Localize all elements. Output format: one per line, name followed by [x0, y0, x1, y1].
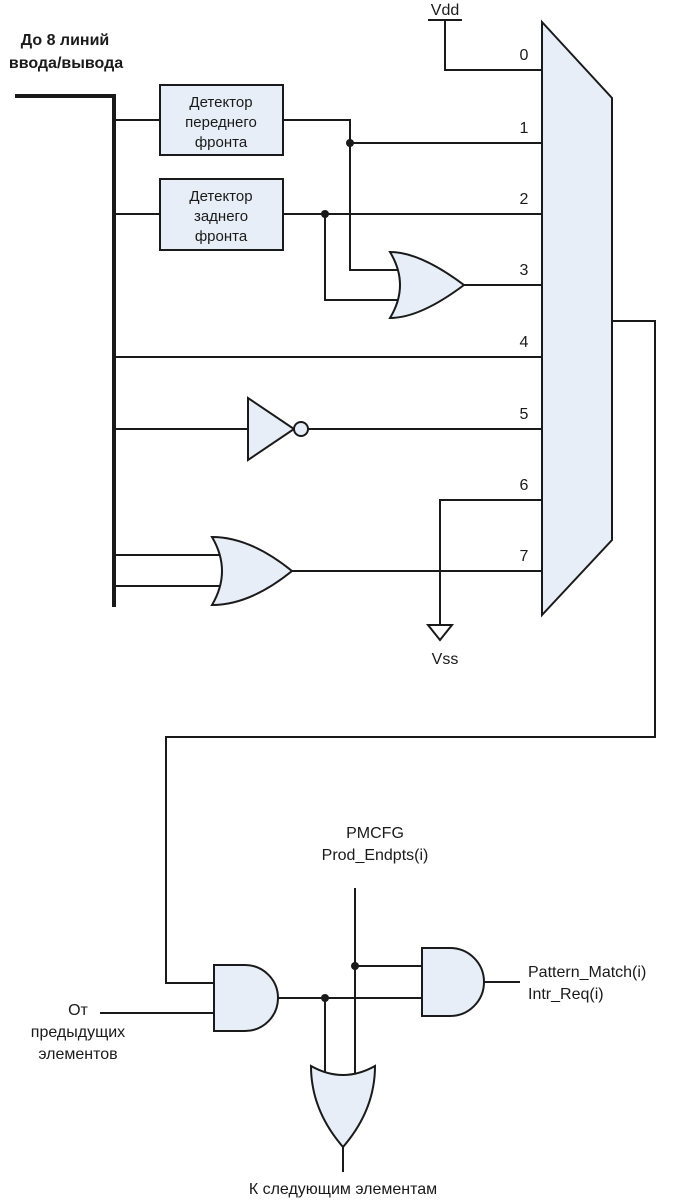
or-gate-bus — [210, 535, 294, 607]
mux-input-2: 2 — [520, 191, 529, 208]
vss-ground-symbol — [425, 624, 455, 642]
rising-detector-line1: Детектор — [189, 94, 252, 111]
mux-input-7: 7 — [520, 548, 529, 565]
or-gate-edges — [388, 250, 466, 320]
mux-input-0: 0 — [520, 47, 529, 64]
mux-input-5: 5 — [520, 406, 529, 423]
falling-edge-detector — [159, 178, 284, 251]
to-next-label: К следующим элементам — [249, 1181, 437, 1198]
junction-pmcfg — [351, 962, 359, 970]
inverter-gate — [247, 396, 296, 462]
from-prev-line1: От — [68, 1002, 88, 1019]
junction-falling — [321, 210, 329, 218]
rising-out-wire — [283, 119, 542, 144]
bus-label-line1: До 8 линий — [21, 32, 110, 49]
falling-detector-line2: заднего — [194, 208, 248, 225]
output-label-line2: Intr_Req(i) — [528, 986, 604, 1003]
from-prev-line2: предыдущих — [31, 1024, 125, 1041]
pmcfg-label-line1: PMCFG — [346, 825, 404, 842]
inverter-bubble — [293, 421, 309, 437]
vdd-label: Vdd — [431, 2, 459, 19]
or-gate-chain — [309, 1064, 377, 1149]
pmcfg-label-line2: Prod_Endpts(i) — [322, 847, 429, 864]
mux-output-wire — [165, 320, 656, 984]
falling-detector-line1: Детектор — [189, 188, 252, 205]
io-bus — [15, 94, 116, 607]
falling-to-or-wire — [324, 214, 398, 301]
vdd-wire — [444, 20, 542, 71]
from-prev-line3: элементов — [38, 1046, 117, 1063]
mux-input-1: 1 — [520, 120, 529, 137]
vss-wire — [439, 499, 542, 625]
rising-detector-line2: переднего — [185, 114, 257, 131]
mux-input-6: 6 — [520, 477, 529, 494]
mux-input-3: 3 — [520, 262, 529, 279]
mux-input-4: 4 — [520, 334, 529, 351]
rising-to-or-wire — [349, 143, 398, 271]
vss-label: Vss — [432, 651, 459, 668]
rising-detector-line3: фронта — [195, 134, 248, 151]
and-gate-second — [421, 947, 485, 1017]
bus-label-line2: ввода/вывода — [9, 55, 123, 72]
output-label-line1: Pattern_Match(i) — [528, 964, 646, 981]
junction-rising — [346, 139, 354, 147]
and-gate-first — [213, 964, 279, 1032]
falling-detector-line3: фронта — [195, 228, 248, 245]
multiplexer — [541, 19, 613, 618]
